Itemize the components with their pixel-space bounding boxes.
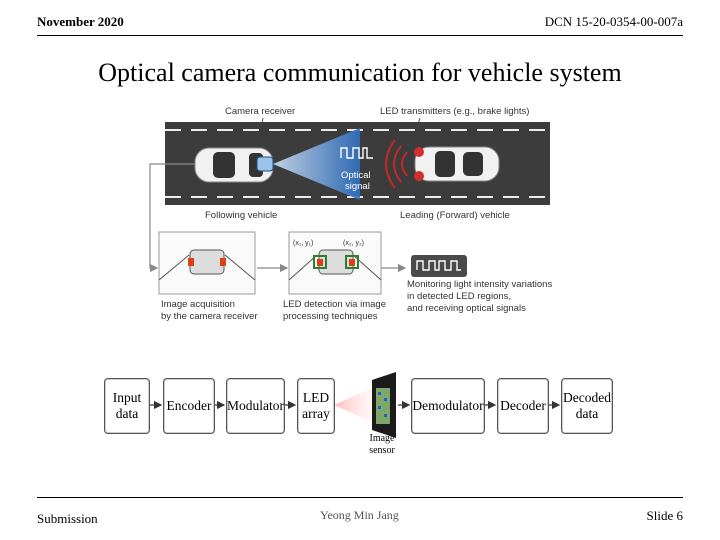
caption-led-detection-1: LED detection via image — [283, 299, 386, 310]
caption-led-detection-2: processing techniques — [283, 311, 378, 322]
optical-label-2: signal — [345, 181, 370, 192]
led-coord-2: (x₂, y₂) — [343, 240, 364, 247]
optical-label-1: Optical — [341, 170, 371, 181]
modulator-block: Modulator — [226, 378, 285, 434]
flow-arrow-1 — [149, 163, 195, 273]
signal-waveform — [340, 147, 373, 159]
footer-slide-number: Slide 6 — [646, 508, 683, 523]
header-divider — [37, 35, 683, 36]
leading-vehicle-label: Leading (Forward) vehicle — [400, 210, 510, 221]
image-sensor-icon — [372, 372, 396, 438]
led-coord-1: (x₁, y₁) — [293, 240, 313, 247]
header-date: November 2020 — [37, 14, 124, 29]
led-transmitters-label: LED transmitters (e.g., brake lights) — [380, 106, 529, 117]
caption-acquisition-2: by the camera receiver — [161, 311, 258, 322]
occ-vehicle-figure: Camera receiver LED transmitters (e.g., … — [149, 106, 552, 322]
optical-beam — [273, 128, 360, 200]
light-emission-icon — [385, 139, 408, 189]
footer-divider — [37, 497, 683, 498]
decoder-block: Decoder — [497, 378, 549, 434]
caption-monitoring-1: Monitoring light intensity variations — [407, 279, 552, 290]
image-acquisition-panel — [158, 231, 256, 295]
footer-author: Yeong Min Jang — [320, 508, 399, 522]
led-detection-panel — [288, 231, 382, 295]
footer-submission: Submission — [37, 511, 98, 526]
header-doc-id: DCN 15-20-0354-00-007a — [544, 14, 683, 29]
following-vehicle-label: Following vehicle — [205, 210, 277, 221]
leading-vehicle — [414, 146, 500, 182]
slide-title: Optical camera communication for vehicle… — [98, 58, 622, 87]
caption-monitoring-3: and receiving optical signals — [407, 303, 526, 314]
camera-icon — [256, 156, 274, 172]
led-light-cone — [334, 388, 372, 422]
encoder-block: Encoder — [163, 378, 215, 434]
caption-monitoring-2: in detected LED regions, — [407, 291, 511, 302]
image-sensor-label: Image sensor — [369, 433, 395, 456]
caption-acquisition-1: Image acquisition — [161, 299, 235, 310]
demodulator-block: Demodulator — [411, 378, 485, 434]
camera-receiver-label: Camera receiver — [225, 106, 295, 117]
monitoring-signal-icon — [411, 255, 467, 277]
